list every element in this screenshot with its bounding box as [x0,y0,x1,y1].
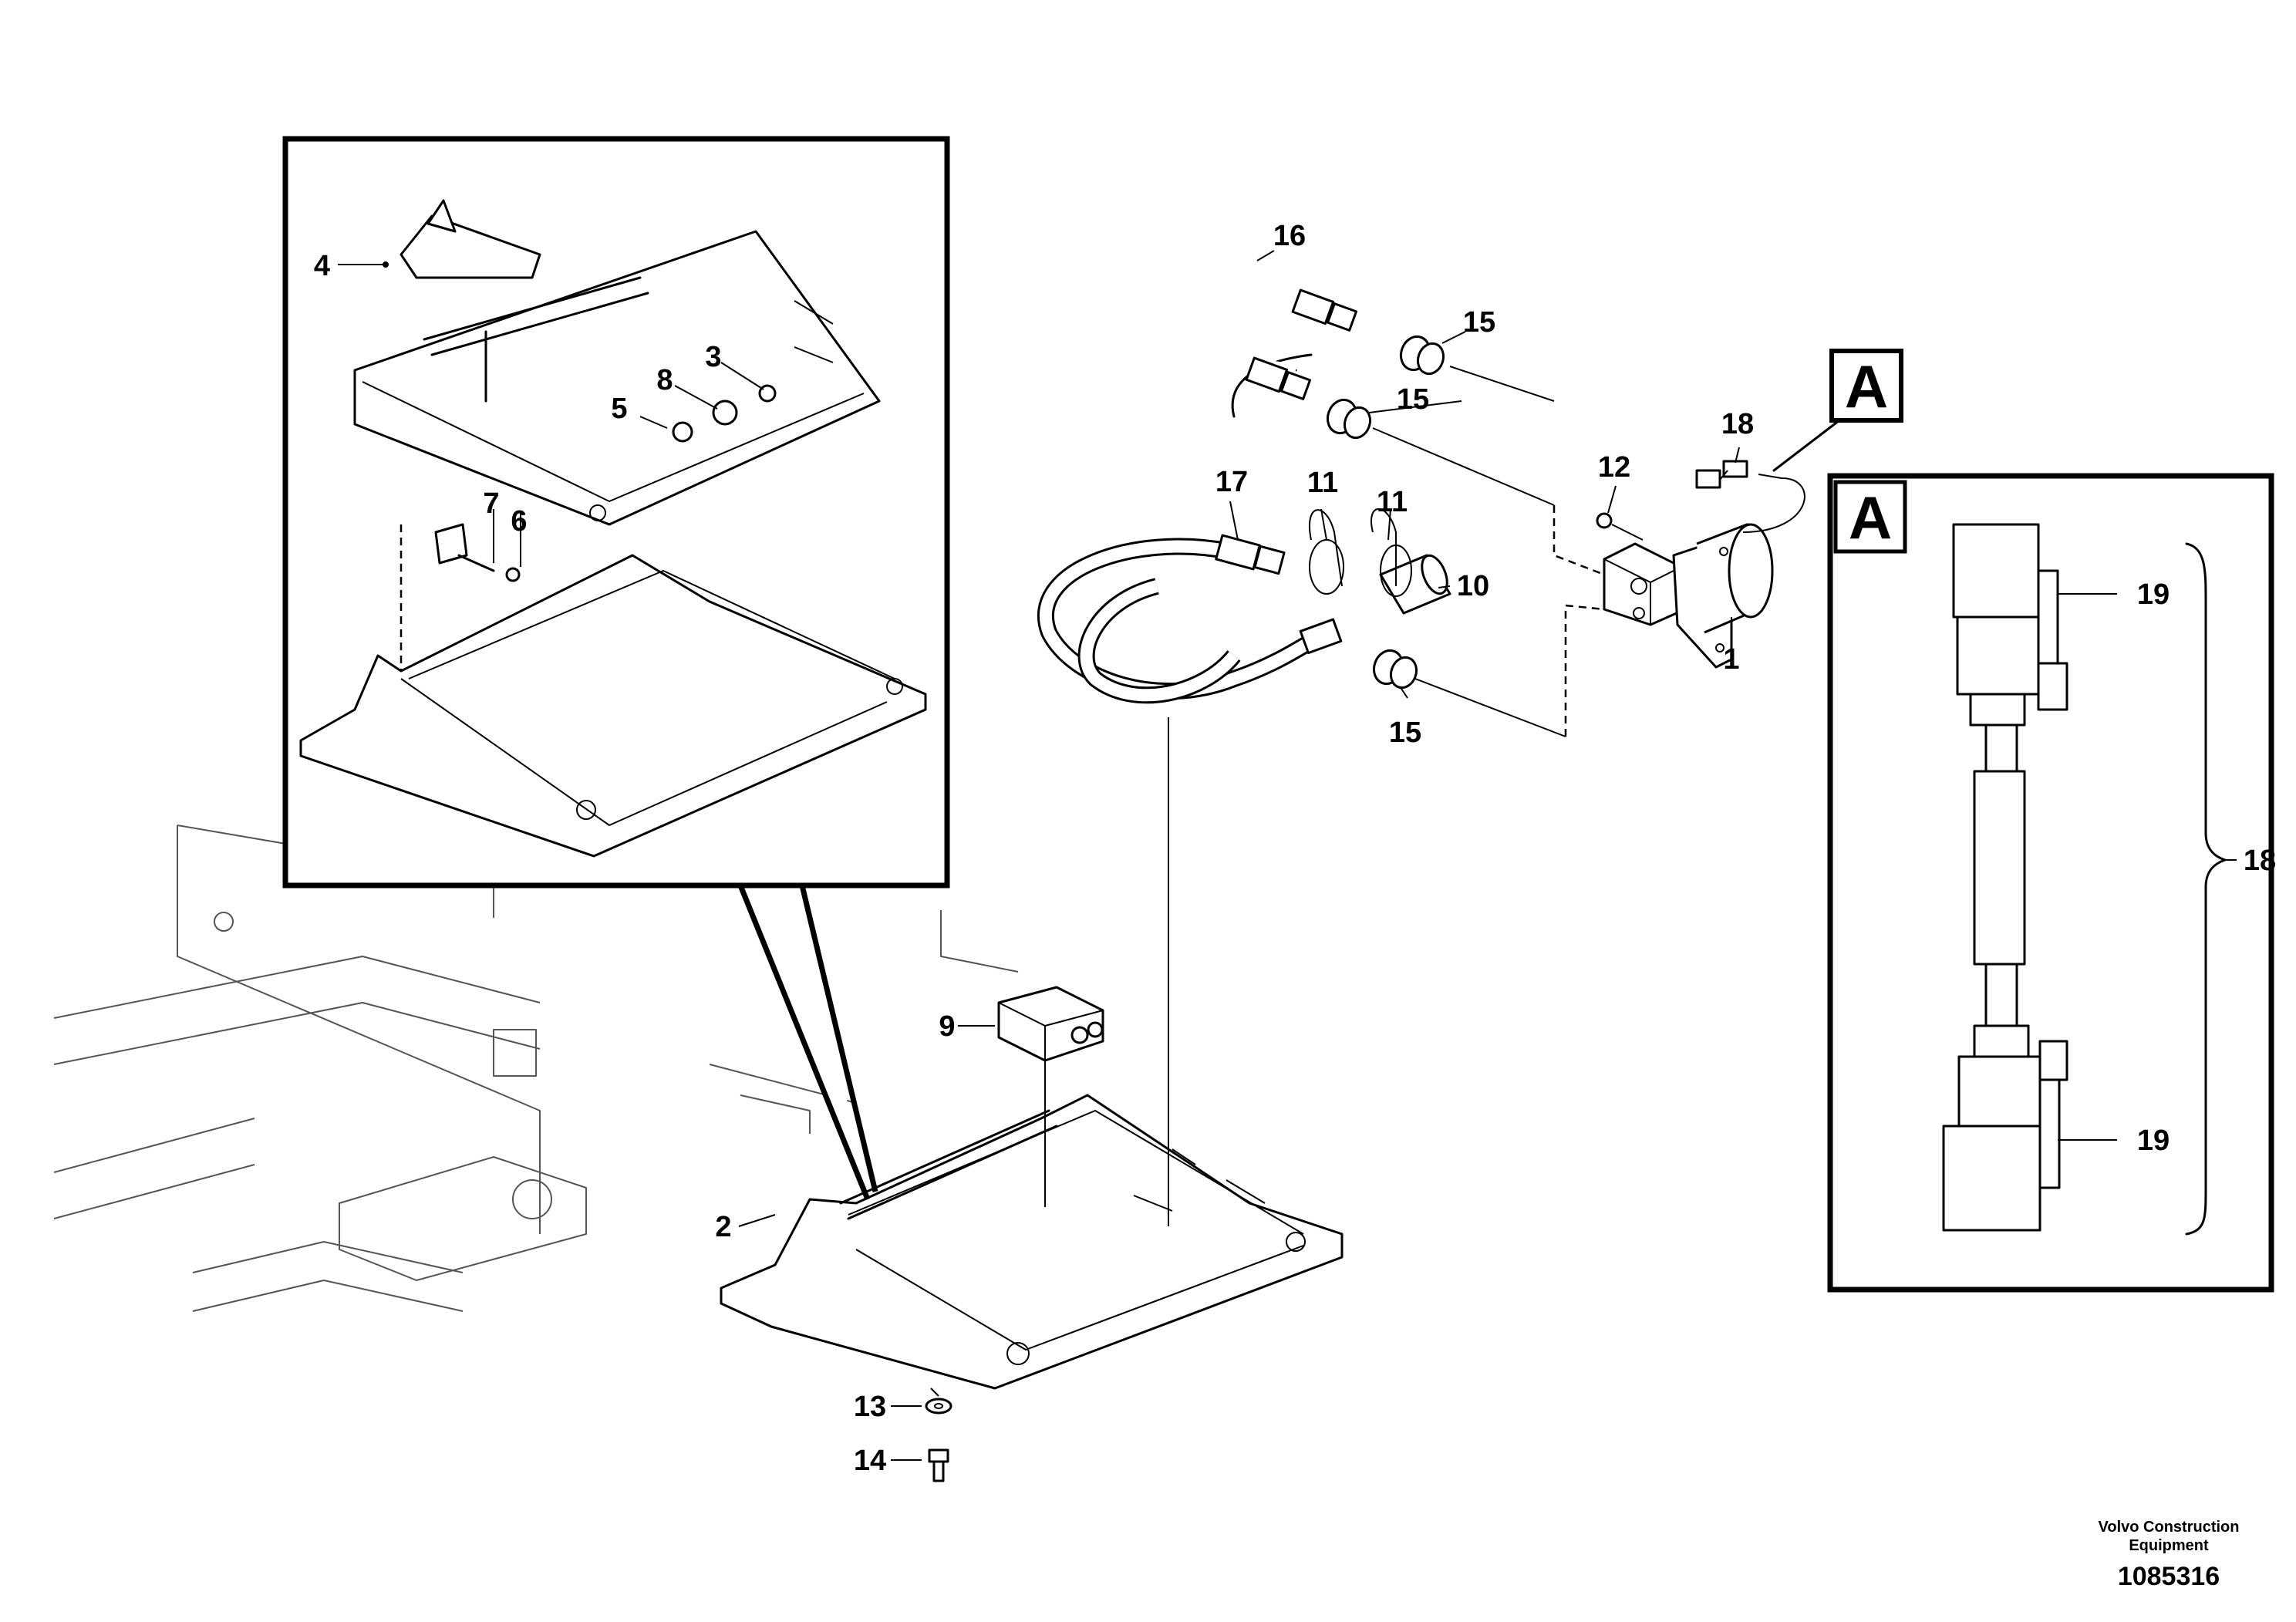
label-part-9: 9 [939,1010,955,1043]
label-part-14: 14 [854,1445,886,1477]
detail-view-a: A [1827,473,2274,1293]
main-tray [720,1094,1344,1390]
sleeve-and-clamps [1309,508,1451,615]
control-box [997,986,1104,1207]
label-part-5: 5 [611,393,627,425]
label-part-11-left: 11 [1307,467,1338,499]
label-part-7: 7 [483,487,499,520]
view-marker-a: A [1772,349,1903,472]
fittings-15 [1326,335,1445,690]
fitting-15-lower [1372,649,1418,690]
fasteners-13-14 [891,1388,952,1482]
lower-tray-detail [299,523,927,858]
label-part-15-upper: 15 [1463,306,1495,339]
label-part-16: 16 [1273,220,1306,252]
part-labels: 4 3 8 5 7 6 16 15 15 17 11 11 10 15 12 1… [314,220,2276,1477]
label-part-2: 2 [715,1211,731,1243]
label-part-18-detail: 18 [2244,845,2276,877]
label-part-10: 10 [1457,570,1489,602]
label-part-11-right: 11 [1377,486,1408,518]
label-part-3: 3 [705,341,721,373]
fitting-15-middle [1326,398,1372,440]
label-part-12: 12 [1598,451,1630,484]
label-part-15-lower: 15 [1389,717,1421,749]
footer-company-line2: Equipment [2129,1537,2209,1554]
main-leaders [738,250,1740,1227]
view-marker-letter: A [1845,352,1888,420]
label-part-15-middle: 15 [1397,383,1429,416]
connector-lower [1942,1024,2068,1232]
detail-leaders [338,261,764,567]
label-part-19-lower: 19 [2137,1125,2170,1157]
label-part-13: 13 [854,1391,886,1423]
hose-17 [1037,534,1343,1226]
label-part-19-upper: 19 [2137,578,2170,611]
footer-block: Volvo Construction Equipment 1085316 [2099,1519,2240,1591]
label-part-17: 17 [1215,466,1248,498]
detail-view-frame [282,136,950,1201]
label-part-1: 1 [1723,643,1739,676]
footer-company-line1: Volvo Construction [2099,1519,2240,1536]
connection-lines [1372,366,1605,737]
label-part-18-harness: 18 [1721,408,1754,440]
label-part-6: 6 [511,505,527,538]
label-part-4: 4 [314,250,330,282]
valve-unit [1596,460,1805,669]
upper-tray-detail [353,199,881,526]
connector-upper [1952,523,2068,727]
machine-frame-background [53,824,1019,1312]
detail-view-letter: A [1849,484,1892,551]
fitting-15-upper [1399,335,1445,376]
label-part-8: 8 [656,364,673,396]
cable [1973,723,2026,1027]
hose-16 [1024,275,1358,418]
footer-drawing-number: 1085316 [2118,1562,2220,1591]
